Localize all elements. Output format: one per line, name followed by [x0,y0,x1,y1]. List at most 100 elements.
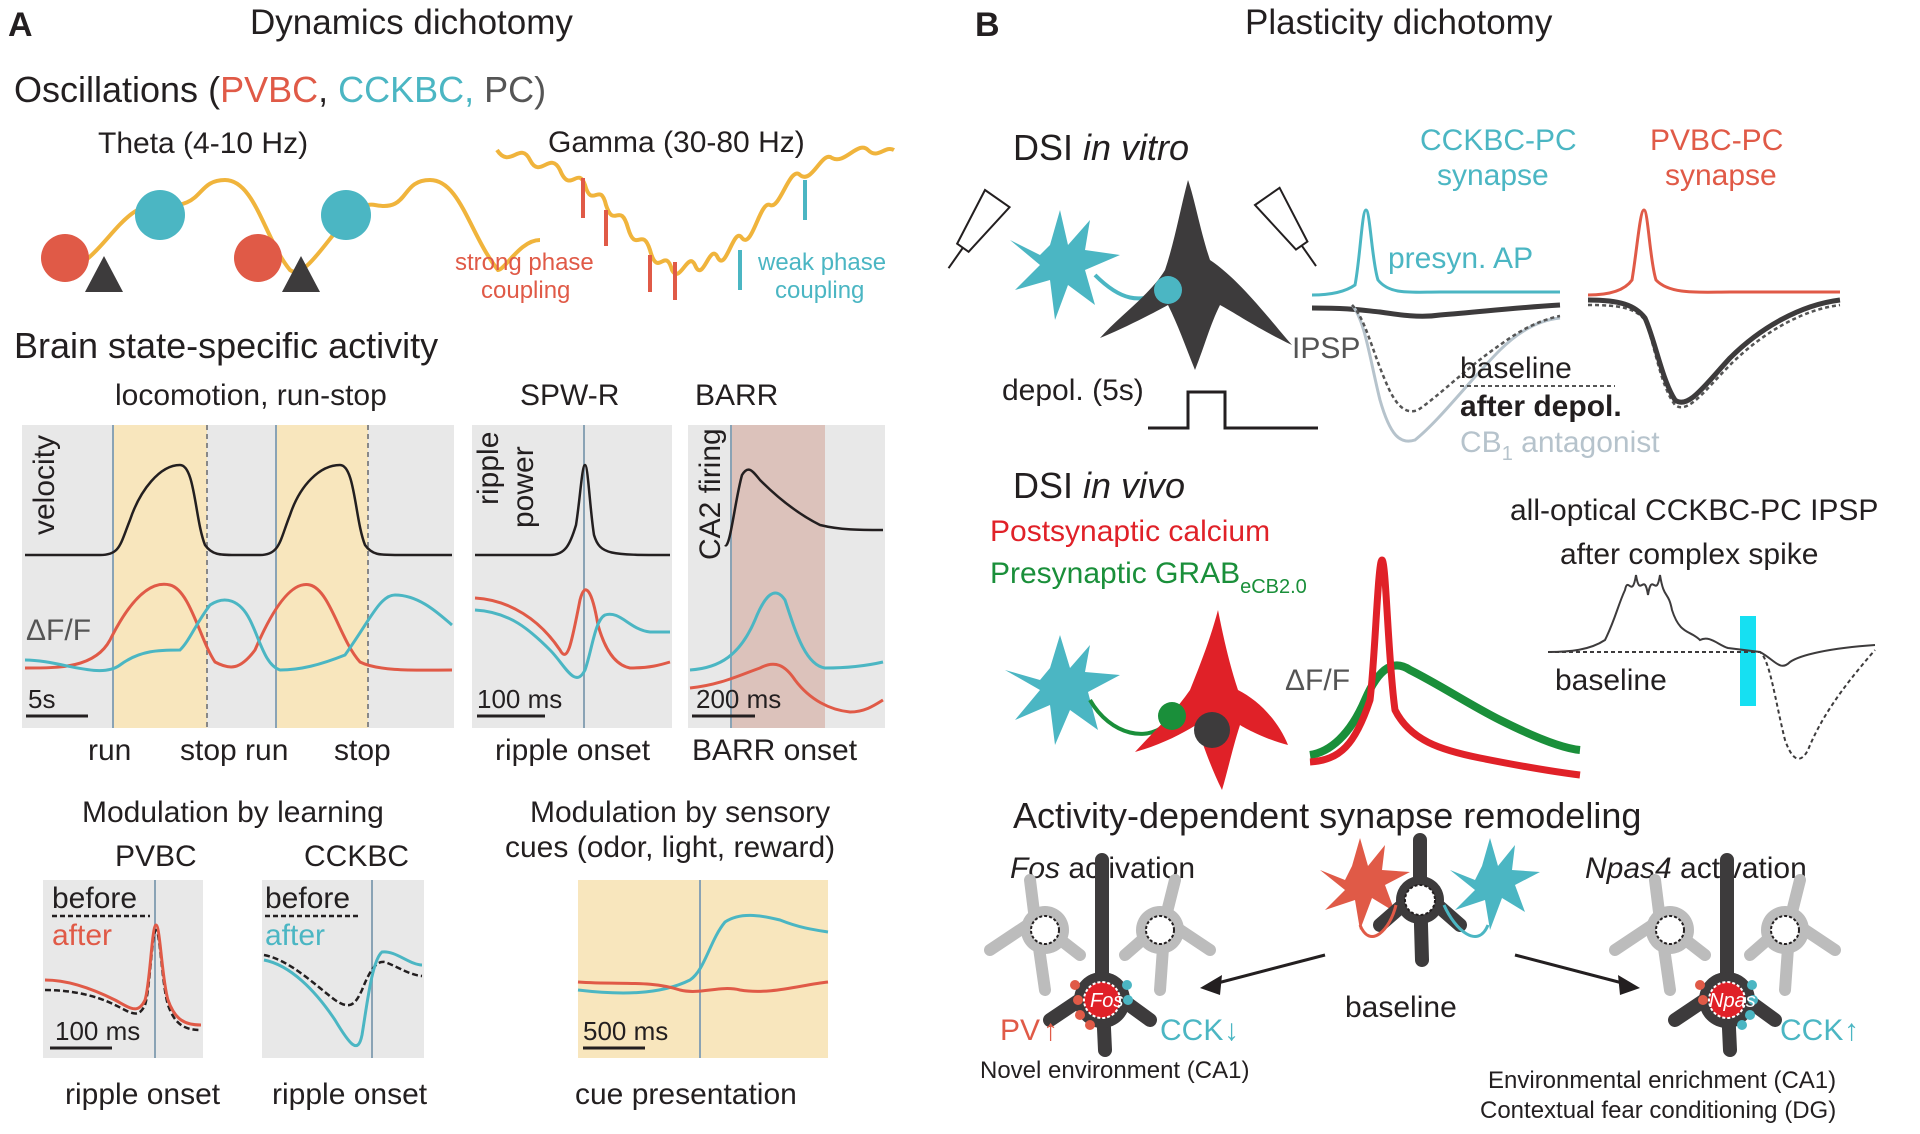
spwr-pvbc-trace [474,588,671,670]
presyn-ap-label: presyn. AP [1388,242,1533,275]
ca2-firing-label: CA2 firing [694,428,727,560]
env-enrich-label: Environmental enrichment (CA1) [1488,1067,1836,1094]
vivo-pc-nucleus [1194,712,1230,748]
ripple-label: ripple [472,432,505,505]
complex-spike-trace [1547,574,1876,667]
antagonist-text: antagonist [1513,426,1660,459]
run-shade-1 [113,425,207,728]
pc-cell-1 [85,256,123,292]
baseline-pv-cell-icon [1320,838,1410,930]
strong-coupling-line2: coupling [481,277,570,304]
cckbc-baseline-ipsp [1311,302,1561,319]
scale-200ms-label: 200 ms [696,684,781,714]
scale-5s-label: 5s [28,684,55,714]
cckbc-pc-title-line1: CCKBC-PC [1420,124,1577,157]
weak-coupling-line1: weak phase [757,249,886,276]
legend-after-depol: after depol. [1460,390,1622,423]
pvbc-pc-title-line1: PVBC-PC [1650,124,1783,157]
osc-prefix: Oscillations ( [14,69,220,110]
grab-green-trace [1309,661,1581,759]
cckbc-dotted-trace [1351,304,1561,413]
pvbc-pc-title-line2: synapse [1665,159,1777,192]
arrow-to-npas4-head-icon [1618,975,1640,995]
osc-pvbc: PVBC [220,69,318,110]
panel-b-title: Plasticity dichotomy [1245,3,1553,42]
pc-neuron-icon [1100,180,1292,370]
baseline-pv-axon [1358,904,1398,938]
dsi-vivo-prefix: DSI [1013,465,1083,506]
cckbc-after-label: after [265,919,325,952]
scale-500ms-label: 500 ms [583,1016,668,1046]
pvbc-cell-2 [234,234,282,282]
gamma-wave [495,145,895,276]
pre-grab-label: Presynaptic GRABeCB2.0 [990,557,1307,598]
all-optical-label: all-optical CCKBC-PC IPSP [1510,494,1878,527]
dff-label-locomotion: ΔF/F [26,614,91,647]
scale-100ms-learning-label: 100 ms [55,1016,140,1046]
baseline-cck-cell-icon [1450,838,1540,930]
cckbc-before-label: before [265,882,350,915]
pv-up-label: PV [1000,1014,1040,1047]
grab-subscript: eCB2.0 [1240,576,1307,598]
locomotion-title: locomotion, run-stop [115,379,387,412]
pv-up-arrow-icon: ↑ [1043,1014,1058,1047]
locomotion-cckbc-trace [24,593,453,673]
calcium-red-trace [1309,556,1581,779]
cck-down-arrow-icon: ↓ [1224,1014,1239,1047]
locomotion-plot-bg [22,425,454,728]
velocity-label: velocity [28,435,61,535]
dsi-vitro-prefix: DSI [1013,127,1083,168]
npas4-activation-text: activation [1672,852,1807,885]
power-label: power [507,446,540,528]
sensory-pvbc-trace [577,980,829,993]
fos-soma-label: Fos [1090,990,1123,1012]
spwr-title: SPW-R [520,379,619,412]
dsi-vivo-heading: DSI in vivo [1013,465,1185,506]
pvbc-before-label: before [52,882,137,915]
arrow-to-fos [1209,953,1326,987]
in-vivo-text: in vivo [1083,465,1185,506]
after-complex-label: after complex spike [1560,538,1818,571]
spwr-plot-bg [472,425,672,728]
cckbc-ripple-onset-label: ripple onset [272,1078,428,1111]
barr-title: BARR [695,379,778,412]
cb-subscript: 1 [1502,443,1513,465]
velocity-trace [25,463,452,557]
ripple-onset-label: ripple onset [495,734,651,767]
barr-pvbc-trace [689,662,884,714]
grab-text: Presynaptic GRAB [990,557,1240,590]
npas-soma-label: Npas [1709,990,1756,1012]
panel-b-letter: B [975,6,1000,44]
arrow-to-npas4 [1514,953,1631,987]
sensory-title-line1: Modulation by sensory [530,796,830,829]
cb-text: CB [1460,426,1502,459]
pvbc-after-label: after [52,919,112,952]
novel-env-label: Novel environment (CA1) [980,1057,1249,1084]
pipette-left-icon [947,188,1012,269]
in-vitro-text: in vitro [1083,127,1189,168]
brain-state-title: Brain state-specific activity [14,325,438,366]
cckbc-neuron-icon [1010,210,1120,320]
cckbc-presyn-ap-trace [1311,208,1560,297]
vivo-green-bouton [1158,702,1186,730]
strong-coupling-line1: strong phase [455,249,594,276]
vivo-cckbc-neuron-icon [1005,635,1120,745]
ripple-power-trace [475,463,671,557]
panel-a-letter: A [8,6,33,44]
barr-cckbc-trace [689,591,884,672]
post-calcium-label: Postsynaptic calcium [990,515,1270,548]
pvbc-ripple-onset-label: ripple onset [65,1078,221,1111]
pvbc-dotted-trace [1587,303,1841,409]
run-shade-2 [276,425,368,728]
dsi-vitro-heading: DSI in vitro [1013,127,1189,168]
ipsp-label: IPSP [1292,332,1360,365]
pvbc-learning-plot-bg [43,880,203,1058]
cck-down-label: CCK [1160,1014,1223,1047]
cck-up-label: CCK [1780,1014,1843,1047]
osc-pc: PC) [474,69,546,110]
light-stim-bar [1740,616,1756,706]
npas4-activation-label: Npas4 activation [1585,852,1807,885]
pvbc-after-depol-trace [1587,297,1841,405]
remodeling-title: Activity-dependent synapse remodeling [1013,795,1641,836]
